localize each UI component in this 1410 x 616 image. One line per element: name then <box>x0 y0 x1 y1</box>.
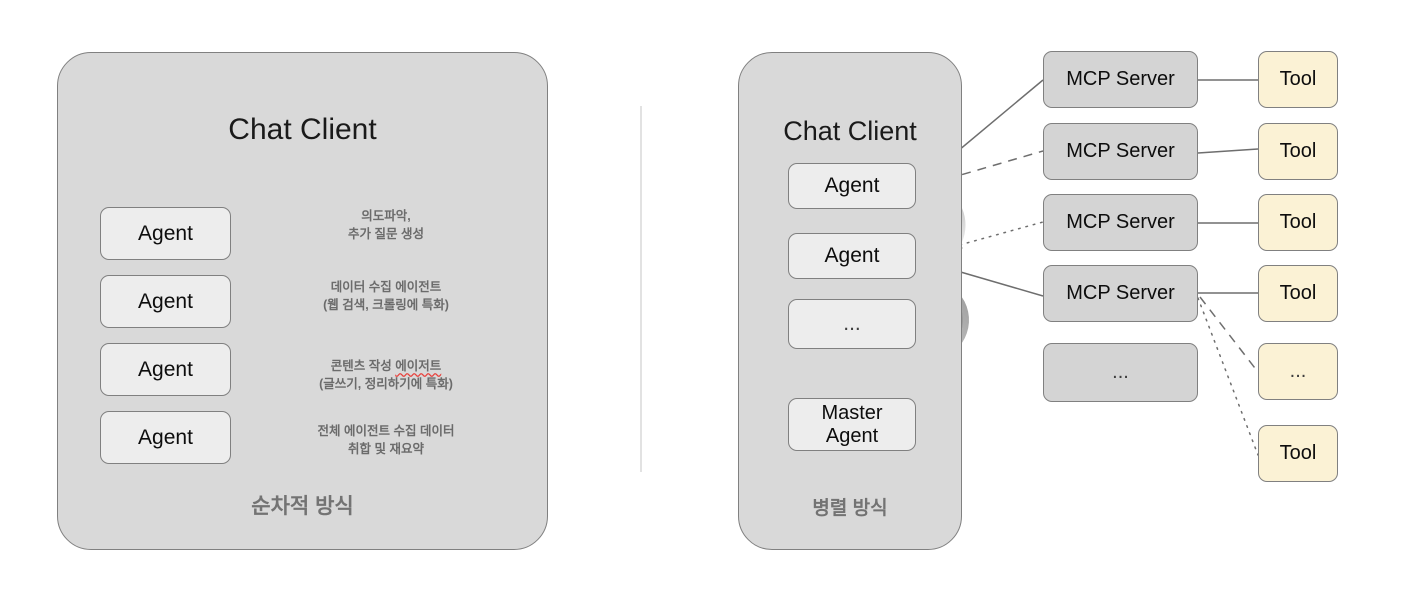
caption-agent-3: 콘텐츠 작성 에이저트(글쓰기, 정리하기에 특화) <box>319 359 453 392</box>
right-panel-title: Chat Client <box>783 116 917 146</box>
link-server4-tool6 <box>1197 297 1259 456</box>
right-agent-1[interactable]: Agent <box>788 163 916 209</box>
tool-6[interactable]: Tool <box>1258 425 1338 482</box>
tool-3[interactable]: Tool <box>1258 194 1338 251</box>
mcp-server-1[interactable]: MCP Server <box>1043 51 1198 108</box>
tool-ellipsis[interactable]: ... <box>1258 343 1338 400</box>
link-server2-tool2 <box>1197 148 1259 154</box>
server-tool-links <box>1197 79 1259 456</box>
link-server4-tool5 <box>1199 296 1259 373</box>
right-panel-footer: 병렬 방식 <box>812 498 888 519</box>
mcp-server-3[interactable]: MCP Server <box>1043 194 1198 251</box>
tool-4[interactable]: Tool <box>1258 265 1338 322</box>
mcp-server-ellipsis[interactable]: ... <box>1043 343 1198 402</box>
caption-agent-2: 데이터 수집 에이전트(웹 검색, 크롤링에 특화) <box>323 280 449 313</box>
left-agent-2[interactable]: Agent <box>100 275 231 328</box>
tool-1[interactable]: Tool <box>1258 51 1338 108</box>
panel-divider <box>640 106 642 472</box>
left-agent-1[interactable]: Agent <box>100 207 231 260</box>
mcp-server-2[interactable]: MCP Server <box>1043 123 1198 180</box>
tool-2[interactable]: Tool <box>1258 123 1338 180</box>
master-agent[interactable]: Master Agent <box>788 398 916 451</box>
sequential-panel: Chat Client 순차적 방식 <box>57 52 548 550</box>
left-agent-4[interactable]: Agent <box>100 411 231 464</box>
right-agent-2[interactable]: Agent <box>788 233 916 279</box>
caption-agent-1: 의도파악,추가 질문 생성 <box>348 209 424 242</box>
mcp-server-4[interactable]: MCP Server <box>1043 265 1198 322</box>
right-agent-ellipsis[interactable]: ... <box>788 299 916 349</box>
left-agent-3[interactable]: Agent <box>100 343 231 396</box>
left-panel-title: Chat Client <box>228 113 377 146</box>
left-panel-footer: 순차적 방식 <box>251 495 354 518</box>
